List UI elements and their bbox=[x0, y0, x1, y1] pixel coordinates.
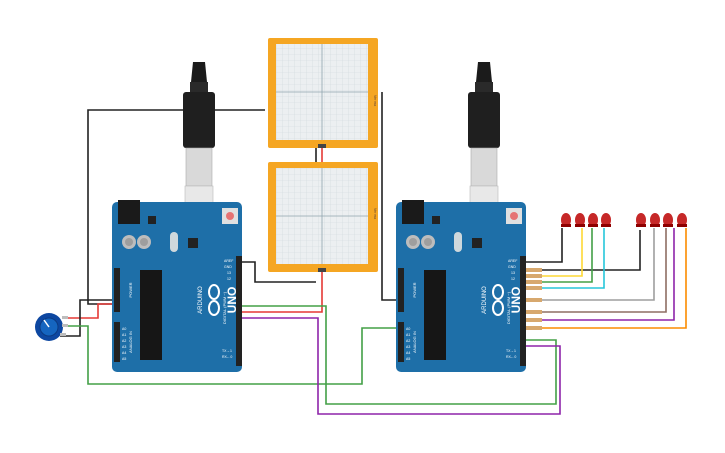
wire-led-black[interactable] bbox=[520, 230, 641, 271]
wire-led-yellow[interactable] bbox=[540, 228, 583, 277]
analog-header-label-right: ANALOG IN bbox=[412, 331, 417, 353]
led[interactable] bbox=[588, 213, 598, 227]
brand-label-right: ARDUINO bbox=[482, 286, 488, 314]
led-group-2[interactable] bbox=[636, 213, 687, 227]
wire-green-long[interactable] bbox=[66, 325, 398, 385]
arduino-right[interactable]: ARDUINO UNO DIGITAL (PWM ~) POWER ANALOG… bbox=[396, 200, 526, 372]
pin-12-left: 12 bbox=[227, 277, 231, 281]
power-header-right[interactable] bbox=[398, 268, 404, 312]
usb-cable-left[interactable] bbox=[183, 62, 215, 221]
pin-a1-right: A1 bbox=[406, 333, 410, 337]
wire-black-right[interactable] bbox=[381, 92, 398, 301]
led[interactable] bbox=[650, 213, 660, 227]
pin-13-right: 13 bbox=[511, 271, 515, 275]
pin-12-right: 12 bbox=[511, 277, 515, 281]
pin-tx-right: TX→1 bbox=[506, 349, 516, 353]
plotter-bottom-label: Ver ma bbox=[373, 208, 377, 219]
model-label-right: UNO bbox=[509, 287, 523, 314]
pin-a2-right: A2 bbox=[406, 339, 410, 343]
digital-header-label-right: DIGITAL (PWM ~) bbox=[506, 291, 511, 324]
resistor-array[interactable] bbox=[526, 268, 542, 330]
led-group-1[interactable] bbox=[561, 213, 611, 227]
pin-rx-left: RX←0 bbox=[222, 355, 232, 359]
pin-a4-left: A4 bbox=[122, 351, 126, 355]
digital-header-right[interactable] bbox=[520, 256, 526, 366]
pin-a4-right: A4 bbox=[406, 351, 410, 355]
analog-header-label-left: ANALOG IN bbox=[128, 331, 133, 353]
wire-black-mid[interactable] bbox=[238, 261, 316, 283]
wire-led-green[interactable] bbox=[540, 228, 593, 283]
wire-red-pot[interactable] bbox=[66, 303, 113, 319]
pin-gnd-right: GND bbox=[508, 265, 516, 269]
led[interactable] bbox=[601, 213, 611, 227]
digital-header-label-left: DIGITAL (PWM ~) bbox=[222, 291, 227, 324]
plotter-bottom[interactable]: Ver ma bbox=[268, 162, 378, 272]
power-header-label-right: POWER bbox=[412, 282, 417, 297]
pin-tx-left: TX→1 bbox=[222, 349, 232, 353]
wire-led-teal[interactable] bbox=[540, 228, 605, 289]
led[interactable] bbox=[677, 213, 687, 227]
pin-a0-right: A0 bbox=[406, 327, 410, 331]
pin-gnd-left: GND bbox=[224, 265, 232, 269]
pin-a0-left: A0 bbox=[122, 327, 126, 331]
analog-header-right[interactable] bbox=[398, 322, 404, 362]
arduino-left[interactable]: ARDUINO UNO DIGITAL (PWM ~) POWER ANALOG… bbox=[112, 200, 242, 372]
pin-a3-right: A3 bbox=[406, 345, 410, 349]
pin-aref-left: AREF bbox=[224, 259, 233, 263]
led[interactable] bbox=[561, 213, 571, 227]
model-label-left: UNO bbox=[225, 287, 239, 314]
led[interactable] bbox=[575, 213, 585, 227]
wire-led-gray[interactable] bbox=[540, 228, 655, 301]
digital-header-left[interactable] bbox=[236, 256, 242, 366]
pin-a3-left: A3 bbox=[122, 345, 126, 349]
led[interactable] bbox=[663, 213, 673, 227]
analog-header-left[interactable] bbox=[114, 322, 120, 362]
plotter-top[interactable]: Ver ma bbox=[268, 38, 378, 148]
plotter-top-label: Ver ma bbox=[373, 95, 377, 106]
pin-a5-left: A5 bbox=[122, 357, 126, 361]
wire-black-pot[interactable] bbox=[60, 299, 113, 337]
pin-13-left: 13 bbox=[227, 271, 231, 275]
potentiometer[interactable] bbox=[35, 313, 68, 341]
pin-a5-right: A5 bbox=[406, 357, 410, 361]
wire-red-plotter[interactable] bbox=[238, 272, 323, 313]
brand-label-left: ARDUINO bbox=[198, 286, 204, 314]
pin-aref-right: AREF bbox=[508, 259, 517, 263]
power-header-left[interactable] bbox=[114, 268, 120, 312]
pin-a2-left: A2 bbox=[122, 339, 126, 343]
pin-rx-right: RX←0 bbox=[506, 355, 516, 359]
usb-cable-right[interactable] bbox=[468, 62, 500, 221]
wire-purple[interactable] bbox=[238, 317, 561, 415]
wire-led-orange[interactable] bbox=[540, 228, 687, 329]
wires bbox=[60, 92, 687, 415]
pin-a1-left: A1 bbox=[122, 333, 126, 337]
wire-led-purple[interactable] bbox=[540, 228, 675, 321]
knob-indicator-icon bbox=[43, 319, 50, 328]
power-header-label-left: POWER bbox=[128, 282, 133, 297]
wire-green-mid[interactable] bbox=[238, 305, 557, 405]
led[interactable] bbox=[636, 213, 646, 227]
wire-led-common[interactable] bbox=[520, 228, 563, 263]
wire-led-brown[interactable] bbox=[540, 228, 667, 313]
